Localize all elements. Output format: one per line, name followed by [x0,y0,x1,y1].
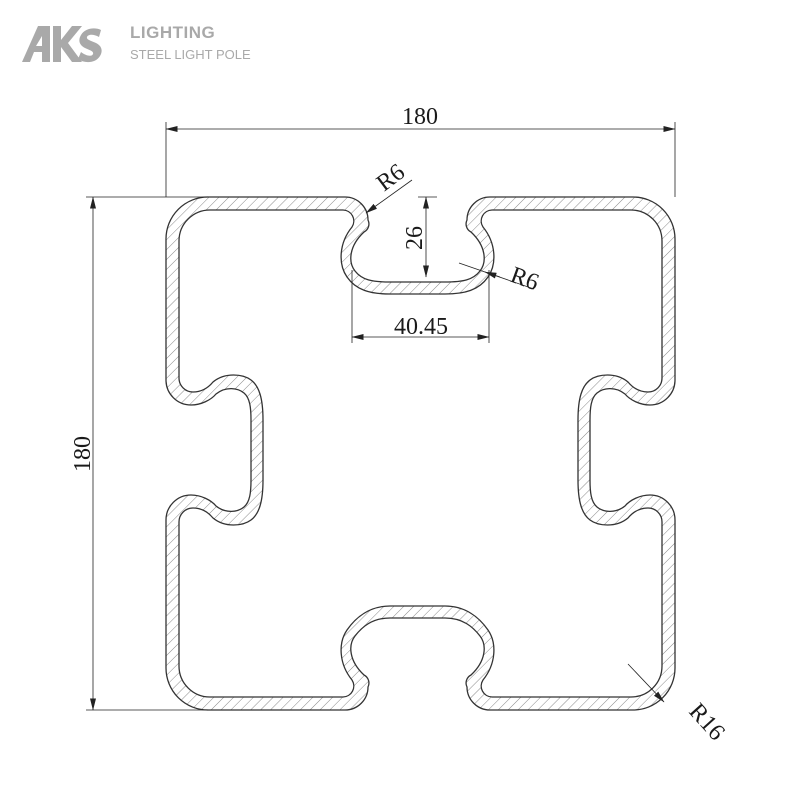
label-overall-height: 180 [70,436,96,472]
brand-title: LIGHTING [130,23,216,42]
profile-wall [165,196,676,711]
leader-slot-outer-radius [365,179,413,214]
dimension-overall-width [165,122,676,197]
dimension-overall-height [86,196,208,711]
leader-slot-inner-radius [458,262,535,290]
label-overall-width: 180 [402,104,438,130]
label-slot-depth: 26 [402,226,428,250]
leader-corner-radius [627,663,665,703]
label-slot-width: 40.45 [394,314,448,340]
aks-logo-icon [22,26,102,63]
dimension-slot-width [351,270,490,343]
label-slot-outer-radius: R6 [372,159,410,197]
label-slot-inner-radius: R6 [507,262,542,296]
brand-subtitle: STEEL LIGHT POLE [130,47,251,62]
dimension-slot-depth [418,196,437,278]
label-corner-radius: R16 [684,699,730,746]
